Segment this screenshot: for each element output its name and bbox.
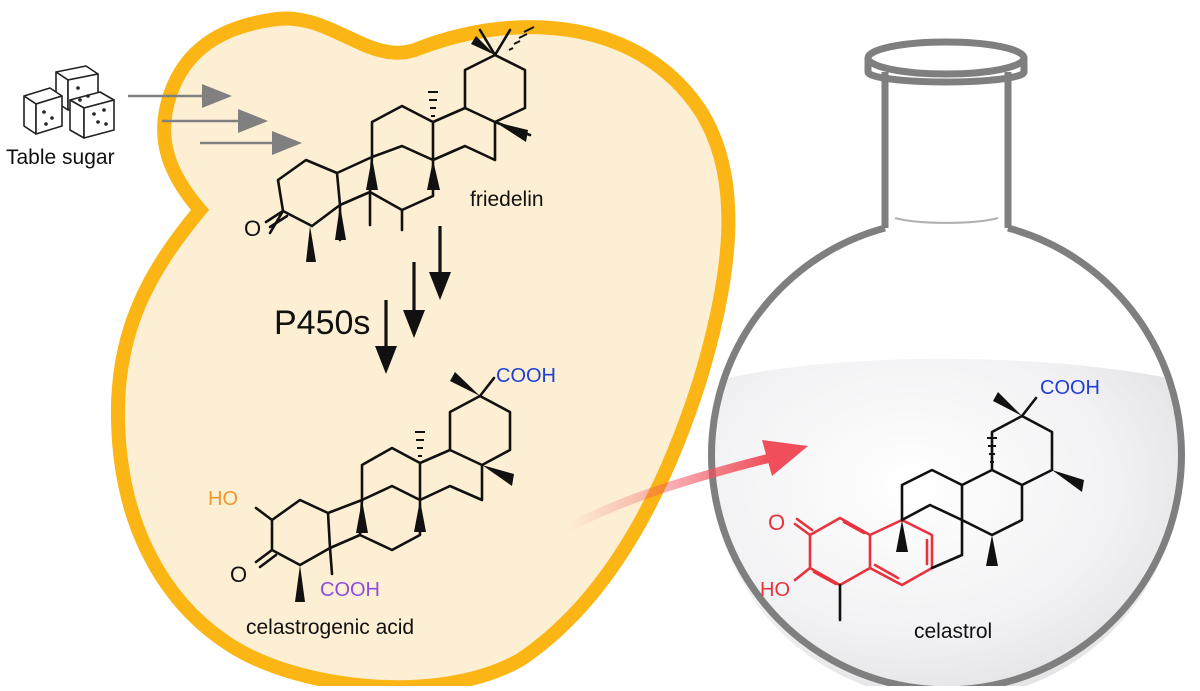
acid-carbonyl-o: O: [230, 562, 247, 587]
celastrogenic-acid-structure: O HO COOH COOH: [208, 365, 556, 602]
acid-ho-group: HO: [208, 488, 238, 510]
label-celastrol: celastrol: [914, 620, 992, 643]
label-table-sugar: Table sugar: [6, 146, 115, 169]
friedelin-structure: O: [244, 26, 535, 262]
sugar-cubes-icon: [23, 65, 115, 139]
label-p450s: P450s: [274, 304, 370, 342]
celastrol-cooh: COOH: [1040, 377, 1100, 399]
curved-arrow-icon: [563, 440, 808, 533]
acid-cooh-upper: COOH: [496, 365, 556, 387]
celastrol-ho-group: HO: [760, 579, 790, 601]
friedelin-carbonyl-o: O: [244, 216, 261, 241]
round-bottom-flask-icon: [708, 38, 1185, 691]
flask-liquid: [711, 358, 1181, 691]
label-celastrogenic-acid: celastrogenic acid: [246, 616, 414, 639]
celastrol-structure: O HO COOH: [760, 377, 1100, 622]
cell-membrane: [110, 11, 736, 691]
arrow-down-icon: [375, 226, 451, 374]
label-friedelin: friedelin: [470, 188, 544, 211]
celastrol-carbonyl-o: O: [768, 510, 785, 535]
acid-cooh-lower: COOH: [320, 579, 380, 601]
arrow-right-icon: [128, 84, 302, 155]
yeast-cell: [110, 11, 736, 691]
